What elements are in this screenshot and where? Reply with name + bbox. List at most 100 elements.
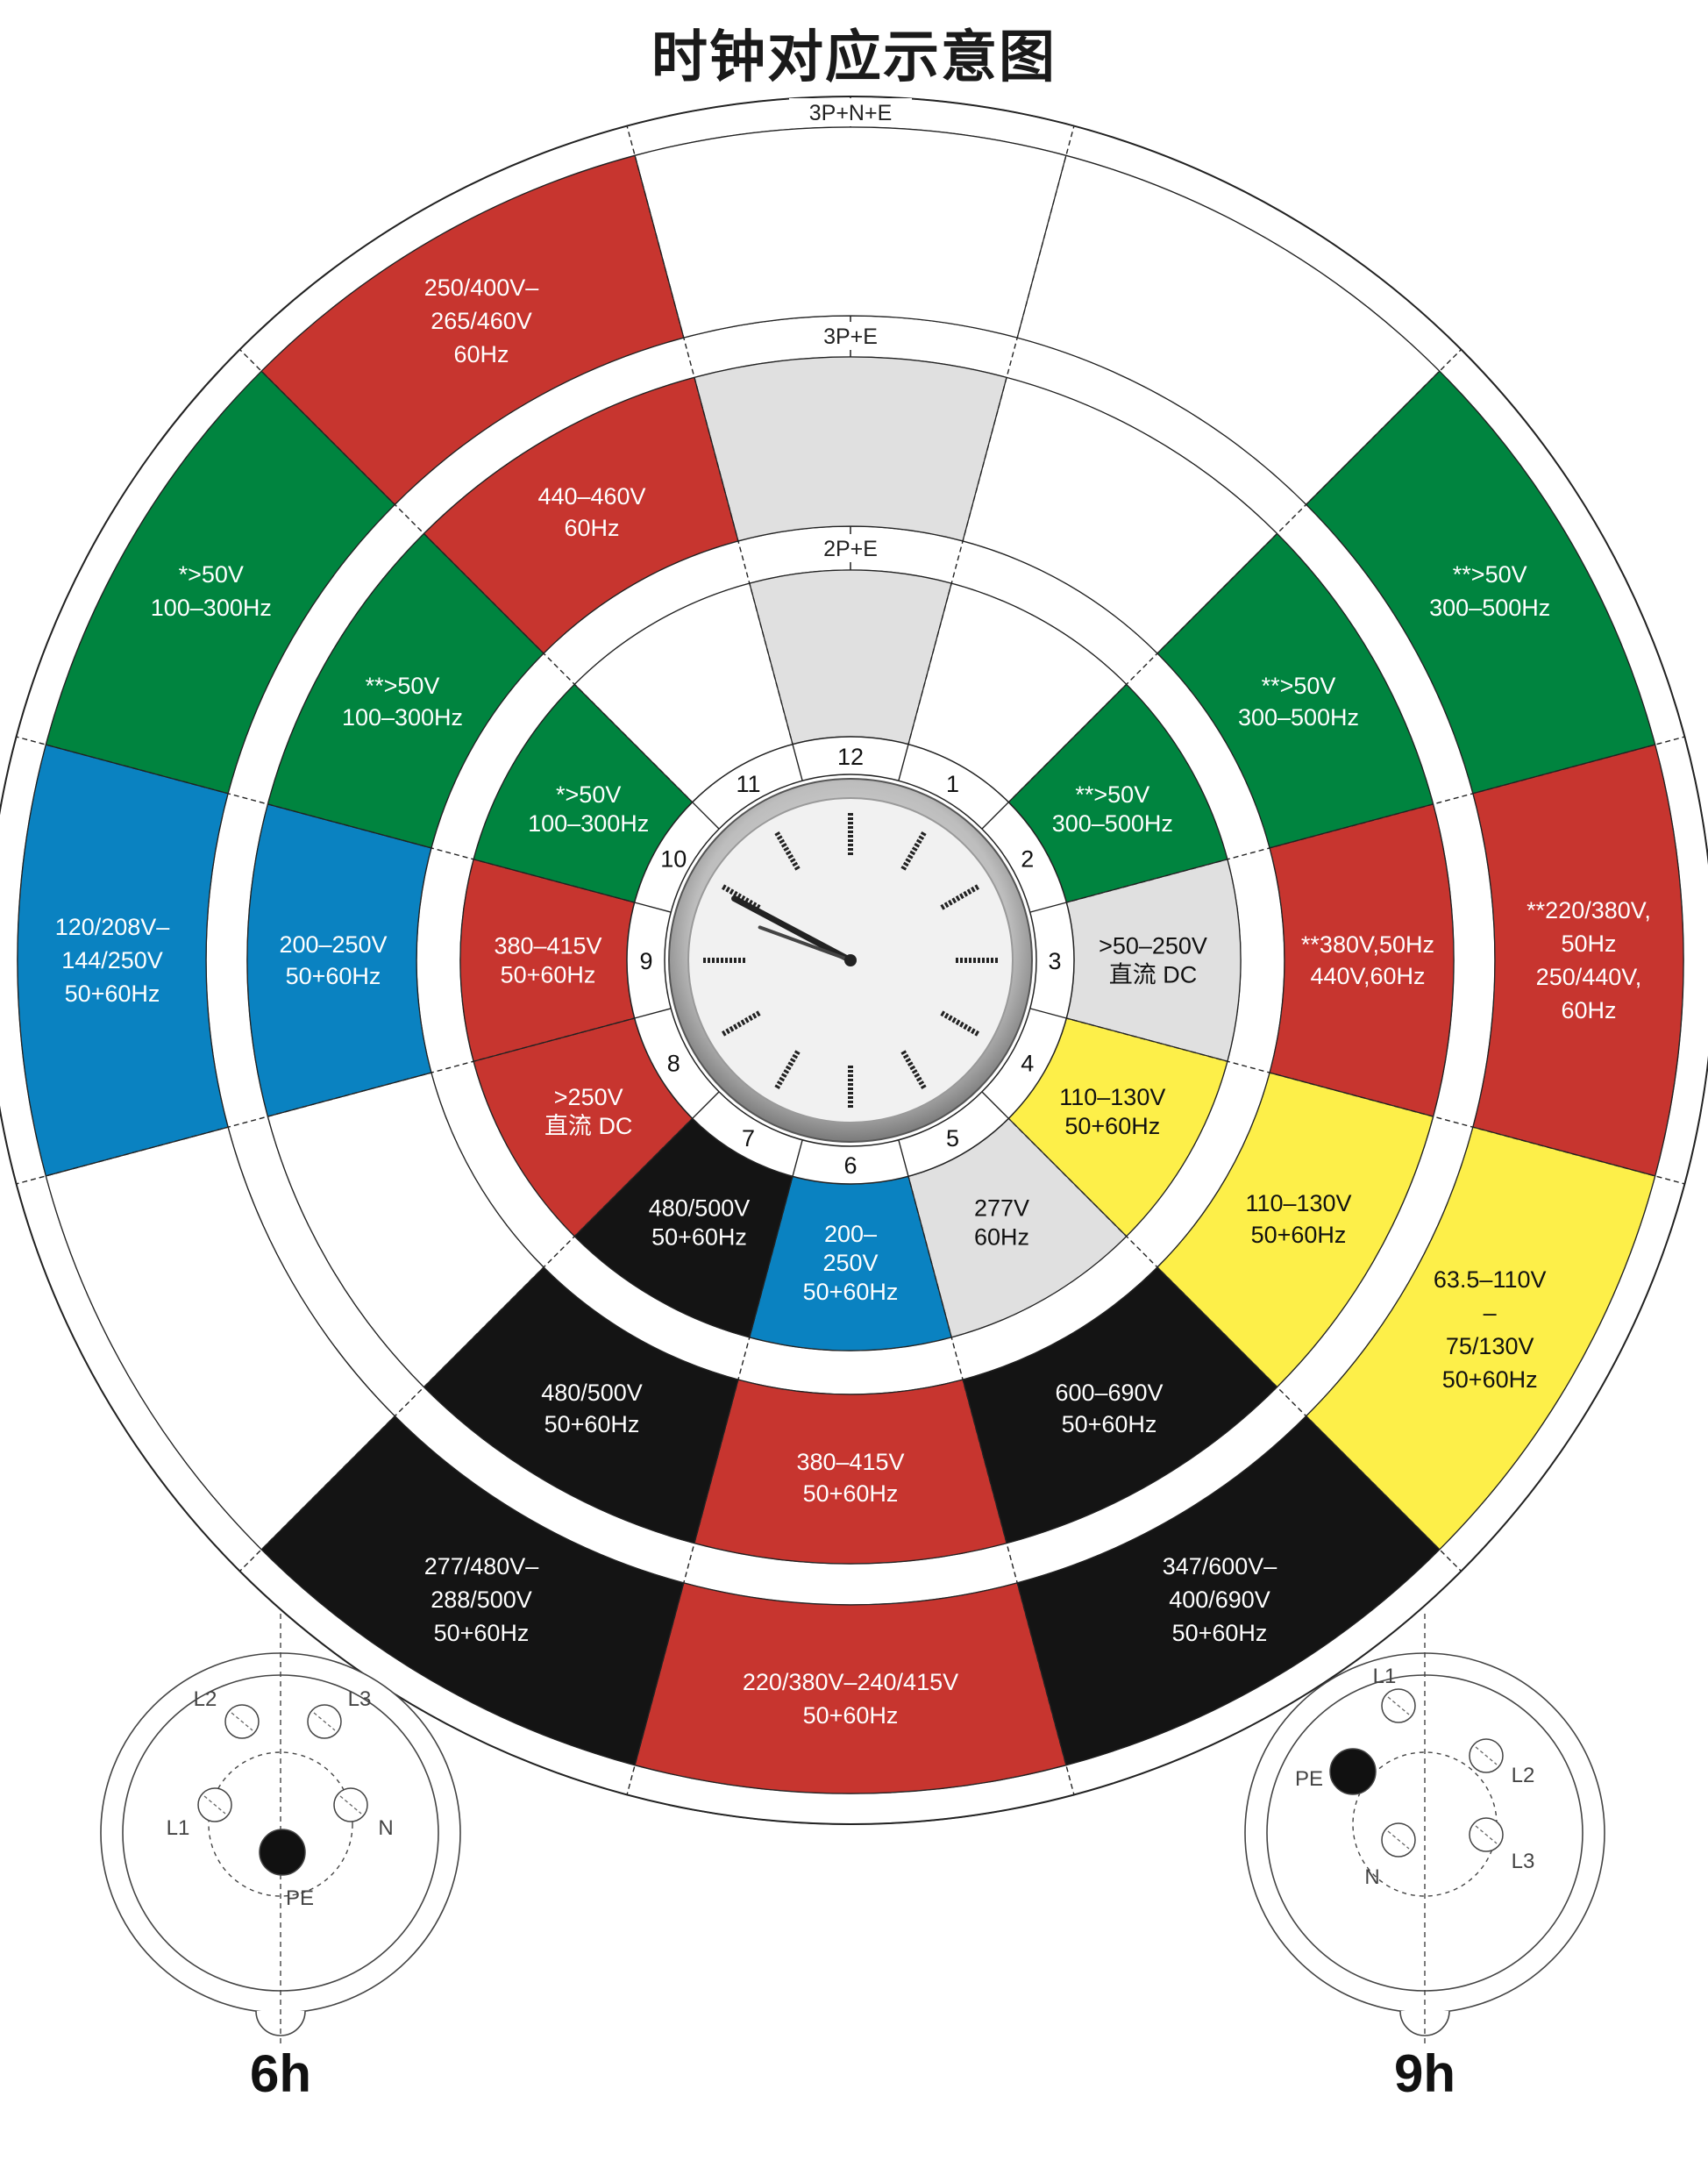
pin-slot [1475, 1825, 1498, 1844]
segment-label-line: 直流 DC [1109, 962, 1198, 988]
sector-divider [898, 1139, 1075, 1795]
hour-number: 11 [736, 771, 760, 797]
sector-divider [626, 1139, 803, 1795]
clock-minute-hand [731, 895, 854, 964]
clock-marker [722, 1010, 761, 1037]
segment-label-line: 480/500V [541, 1380, 643, 1406]
segment-label-line: 50+60Hz [1064, 1113, 1160, 1139]
segment-label-line: 220/380V–240/415V [743, 1669, 958, 1695]
segment-label-line: 250/440V, [1536, 964, 1642, 990]
segment-label-line: 380–415V [494, 933, 601, 959]
hour-number: 4 [1021, 1051, 1034, 1077]
sector-divider [16, 1008, 672, 1185]
segment-label-line: 60Hz [564, 515, 619, 541]
segment-label-line: 直流 DC [544, 1113, 633, 1139]
sector-divider [239, 349, 720, 830]
segment-label-line: **>50V [1075, 781, 1149, 808]
socket-pin-circle [208, 1751, 353, 1897]
hour-number: 10 [660, 846, 687, 873]
segment-label-line: – [1484, 1300, 1497, 1326]
sector-divider [1029, 1008, 1685, 1185]
segment-label-line: 300–500Hz [1052, 810, 1173, 837]
sector-divider [1029, 736, 1685, 913]
ring-title: 3P+N+E [809, 101, 893, 125]
hour-number: 6 [843, 1152, 857, 1179]
clock-face [668, 778, 1033, 1143]
pin-label: L1 [167, 1816, 190, 1840]
segment-label-line: 50+60Hz [1172, 1620, 1268, 1646]
segment-label-line: 277/480V– [424, 1553, 539, 1579]
segment-label-line: 600–690V [1055, 1380, 1163, 1406]
hour-number: 12 [837, 744, 864, 770]
clock-hour-hand [758, 925, 852, 962]
segment-label-line: 440–460V [537, 483, 645, 510]
segment-label-line: 110–130V [1245, 1190, 1351, 1216]
hour-number: 2 [1021, 846, 1034, 873]
segment-label-line: 144/250V [61, 947, 163, 973]
outer-rim [0, 96, 1708, 1825]
socket-caption: 6h [250, 2044, 311, 2103]
page-title: 时钟对应示意图 [651, 25, 1057, 90]
clock-marker [940, 884, 979, 910]
segment-label-line: 75/130V [1446, 1333, 1534, 1359]
hour-tick [981, 802, 1009, 830]
segment-label-line: 440V,60Hz [1310, 963, 1425, 989]
segment-label-line: 300–500Hz [1238, 704, 1359, 731]
segment-label-line: 100–300Hz [151, 595, 272, 621]
segment-label-line: **220/380V, [1527, 897, 1651, 923]
segment-label-line: **>50V [366, 673, 440, 699]
socket-pin-pe [259, 1829, 306, 1876]
pin-label: L3 [348, 1687, 372, 1711]
hour-number: 9 [639, 948, 652, 974]
socket-outer-rim [1244, 1652, 1605, 2014]
pin-slot [231, 1712, 253, 1731]
pin-label: PE [1295, 1767, 1323, 1791]
segment-label-line: 50+60Hz [544, 1411, 640, 1437]
segment-label-line: 50+60Hz [1251, 1222, 1347, 1248]
sector-divider [626, 125, 803, 781]
segment-label-line: 347/600V– [1163, 1553, 1277, 1579]
segment-label-line: 60Hz [453, 341, 509, 367]
hour-tick [898, 744, 909, 781]
hour-tick [792, 1139, 803, 1177]
hour-tick [1029, 1008, 1067, 1019]
hour-number: 5 [946, 1125, 959, 1152]
segment-label-line: 480/500V [649, 1194, 751, 1221]
sector-divider [239, 1091, 720, 1572]
segment-label-line: 100–300Hz [528, 810, 649, 837]
ring-1-segment-h11 [423, 376, 739, 654]
clock-marker [774, 1050, 801, 1089]
pin-label: L2 [194, 1687, 217, 1711]
segment-label-line: 250V [822, 1250, 878, 1276]
clock-marker [722, 884, 761, 910]
pin-slot [1475, 1746, 1498, 1765]
hour-tick [981, 1091, 1009, 1119]
clock-marker [774, 831, 801, 871]
segment-label-line: **>50V [1262, 673, 1336, 699]
ring-0-segment-h0 [634, 126, 1067, 339]
segment-label-line: 50+60Hz [1062, 1411, 1157, 1437]
pin-slot [339, 1795, 362, 1815]
pin-label: N [1364, 1865, 1379, 1889]
segment-label-line: 50+60Hz [286, 963, 381, 989]
pin-label: PE [286, 1886, 314, 1910]
hour-number: 8 [667, 1051, 680, 1077]
segment-label-line: 200– [824, 1221, 877, 1247]
hour-tick [634, 902, 672, 913]
ring-1-segment-h0 [694, 356, 1007, 542]
segment-label-line: 50+60Hz [1442, 1366, 1538, 1393]
segment-label-line: 400/690V [1169, 1587, 1270, 1613]
segment-label-line: 50+60Hz [651, 1223, 747, 1250]
socket-pin-pe [1329, 1748, 1377, 1795]
ring-0-segment-h3 [1472, 744, 1684, 1177]
segment-label-line: *>50V [556, 781, 621, 808]
hour-tick [692, 802, 720, 830]
segment-label-line: >50–250V [1099, 933, 1207, 959]
sector-divider [898, 125, 1075, 781]
hour-number: 3 [1048, 948, 1061, 974]
ring-title-bg [789, 98, 912, 126]
voltage-rings: **>50V300–500Hz**220/380V,50Hz250/440V,6… [0, 96, 1708, 1825]
hour-tick [692, 1091, 720, 1119]
sector-divider [981, 1091, 1462, 1572]
